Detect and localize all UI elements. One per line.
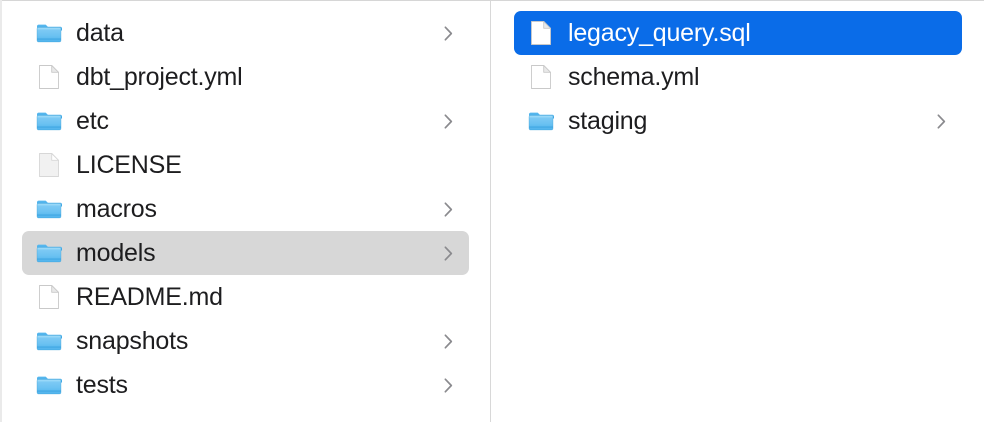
file-list-one: data dbt_project.yml etc — [0, 11, 490, 407]
file-row-folder[interactable]: macros — [22, 187, 469, 231]
file-row-file[interactable]: schema.yml — [514, 55, 962, 99]
file-row-label: dbt_project.yml — [76, 63, 243, 91]
chevron-right-icon[interactable] — [441, 330, 455, 352]
chevron-right-icon[interactable] — [441, 374, 455, 396]
file-row-label: README.md — [76, 283, 223, 311]
folder-icon — [36, 106, 62, 136]
file-row-file[interactable]: README.md — [22, 275, 469, 319]
file-row-file[interactable]: legacy_query.sql — [514, 11, 962, 55]
document-icon — [528, 18, 554, 48]
file-row-label: LICENSE — [76, 151, 182, 179]
finder-column-one[interactable]: data dbt_project.yml etc — [0, 0, 491, 422]
folder-icon — [36, 326, 62, 356]
file-row-label: tests — [76, 371, 128, 399]
file-row-folder[interactable]: data — [22, 11, 469, 55]
document-icon — [36, 282, 62, 312]
file-row-folder[interactable]: staging — [514, 99, 962, 143]
document-plain-icon — [36, 150, 62, 180]
folder-icon — [36, 370, 62, 400]
folder-icon — [36, 238, 62, 268]
finder-column-two[interactable]: legacy_query.sql schema.yml staging — [491, 0, 984, 422]
file-row-label: staging — [568, 107, 648, 135]
chevron-right-icon[interactable] — [934, 110, 948, 132]
file-row-folder[interactable]: tests — [22, 363, 469, 407]
chevron-right-icon[interactable] — [441, 198, 455, 220]
folder-icon — [36, 18, 62, 48]
file-row-label: snapshots — [76, 327, 189, 355]
file-row-file[interactable]: dbt_project.yml — [22, 55, 469, 99]
file-row-folder[interactable]: models — [22, 231, 469, 275]
document-icon — [36, 62, 62, 92]
folder-icon — [528, 106, 554, 136]
file-row-folder[interactable]: snapshots — [22, 319, 469, 363]
chevron-right-icon[interactable] — [441, 110, 455, 132]
folder-icon — [36, 194, 62, 224]
file-list-two: legacy_query.sql schema.yml staging — [491, 11, 984, 143]
file-row-folder[interactable]: etc — [22, 99, 469, 143]
chevron-right-icon[interactable] — [441, 22, 455, 44]
file-row-label: data — [76, 19, 124, 47]
file-row-label: models — [76, 239, 156, 267]
file-row-file[interactable]: LICENSE — [22, 143, 469, 187]
chevron-right-icon[interactable] — [441, 242, 455, 264]
document-icon — [528, 62, 554, 92]
file-row-label: etc — [76, 107, 109, 135]
file-row-label: legacy_query.sql — [568, 19, 751, 47]
file-row-label: macros — [76, 195, 157, 223]
file-row-label: schema.yml — [568, 63, 700, 91]
